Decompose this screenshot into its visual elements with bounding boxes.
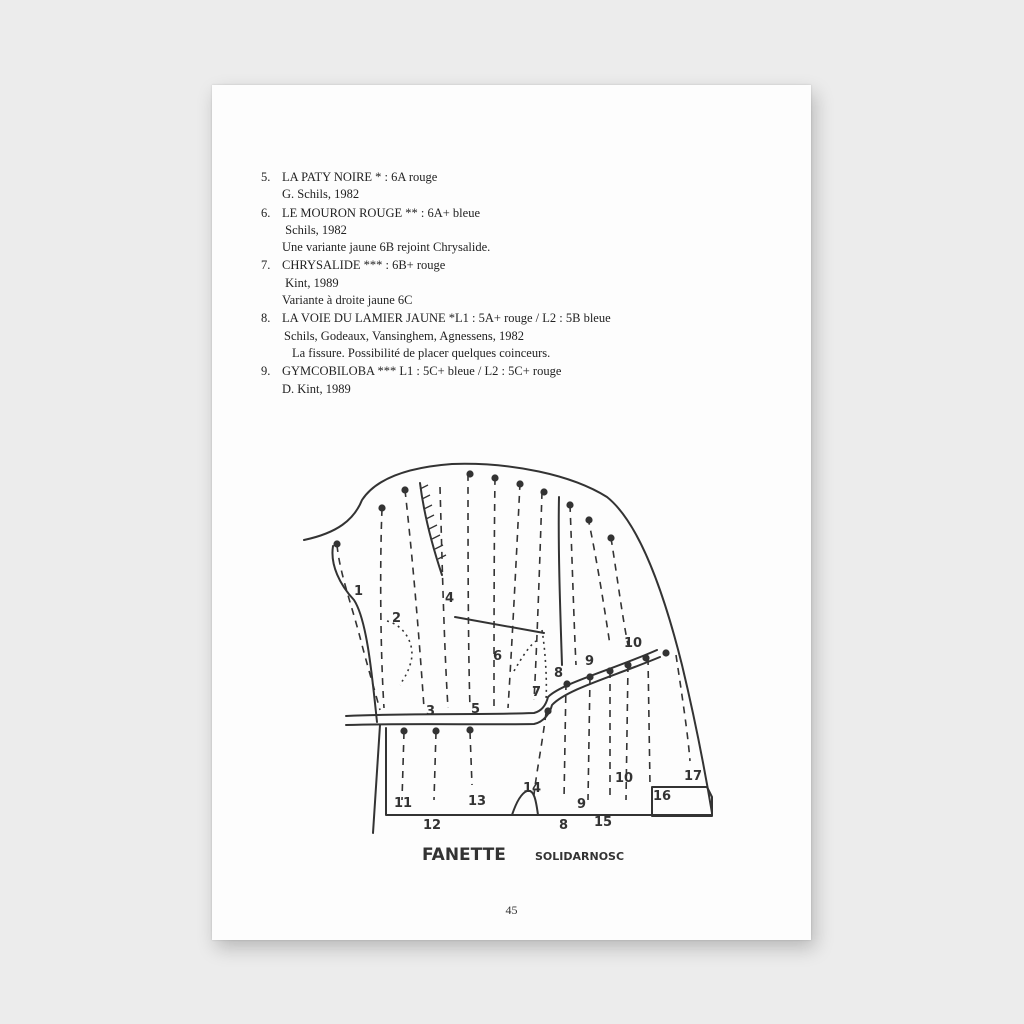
route-note: D. Kint, 1989 — [282, 381, 351, 396]
route-label-17: 17 — [684, 769, 702, 784]
route-note: Kint, 1989 — [282, 275, 339, 290]
route-label-16: 16 — [653, 789, 671, 804]
route-label-9-top: 9 — [585, 654, 594, 669]
route-note: Schils, 1982 — [282, 222, 347, 237]
left-face-edge — [331, 545, 378, 723]
route-6: 6. LE MOURON ROUGE ** : 6A+ bleue Schils,… — [261, 205, 781, 257]
boulder — [511, 789, 539, 816]
sector-subtitle: SOLIDARNOSC — [535, 850, 624, 863]
route-label-11: 11 — [394, 796, 412, 811]
rock-outline — [303, 462, 713, 814]
route-title: LA PATY NOIRE * : 6A rouge — [282, 170, 438, 184]
left-ground — [372, 724, 381, 834]
route-label-8-top: 8 — [554, 666, 563, 681]
crack-right — [557, 496, 563, 666]
route-note: Variante à droite jaune 6C — [282, 293, 413, 308]
route-8: 8. LA VOIE DU LAMIER JAUNE *L1 : 5A+ roug… — [261, 310, 781, 362]
route-title: GYMCOBILOBA *** L1 : 5C+ bleue / L2 : 5C… — [282, 364, 562, 379]
route-number: 5. — [261, 170, 271, 184]
sector-title: FANETTE — [422, 845, 506, 865]
route-label-12: 12 — [423, 818, 441, 833]
block-16 — [651, 786, 713, 817]
route-label-10-top: 10 — [624, 636, 642, 651]
route-number: 9. — [261, 364, 271, 379]
lower-block — [385, 727, 713, 816]
route-number: 6. — [261, 205, 271, 220]
route-7: 7.CHRYSALIDE *** : 6B+ rouge Kint, 1989 … — [261, 257, 781, 309]
route-note: Une variante jaune 6B rejoint Chrysalide… — [282, 240, 491, 255]
route-label-5: 5 — [471, 702, 480, 717]
route-label-6: 6 — [493, 649, 502, 664]
route-note: La fissure. Possibilité de placer quelqu… — [292, 345, 551, 360]
route-label-14: 14 — [523, 781, 541, 796]
route-label-13: 13 — [468, 794, 486, 809]
page-number: 45 — [505, 903, 518, 917]
route-number: 8. — [261, 311, 271, 326]
route-note: Schils, Godeaux, Vansinghem, Agnessens, … — [284, 328, 525, 343]
book-page: 5. LA PATY NOIRE * : 6A rouge G. Schils, … — [212, 85, 811, 940]
route-label-1: 1 — [354, 584, 363, 599]
route-label-3: 3 — [426, 704, 435, 719]
route-label-4: 4 — [445, 591, 454, 606]
route-title: LE MOURON ROUGE ** : 6A+ bleue — [282, 205, 481, 220]
route-9: 9. GYMCOBILOBA *** L1 : 5C+ bleue / L2 : … — [261, 363, 781, 398]
ledge-upper — [345, 649, 658, 717]
route-label-9: 9 — [577, 797, 586, 812]
roof-line — [454, 616, 545, 634]
ledge-lower — [345, 656, 661, 726]
route-label-7: 7 — [532, 685, 541, 700]
route-list: 5. LA PATY NOIRE * : 6A rouge G. Schils, … — [261, 169, 781, 399]
route-label-10: 10 — [615, 771, 633, 786]
route-number: 7. — [261, 258, 271, 273]
route-title: CHRYSALIDE *** : 6B+ rouge — [282, 258, 446, 273]
route-title: LA VOIE DU LAMIER JAUNE *L1 : 5A+ rouge … — [282, 311, 611, 326]
route-label-8: 8 — [559, 818, 568, 833]
route-5: 5. LA PATY NOIRE * : 6A rouge G. Schils, … — [261, 169, 781, 204]
route-note: G. Schils, 1982 — [282, 187, 360, 202]
route-label-15: 15 — [594, 815, 612, 830]
route-label-2: 2 — [392, 611, 401, 626]
inner-dihedral — [419, 482, 443, 576]
